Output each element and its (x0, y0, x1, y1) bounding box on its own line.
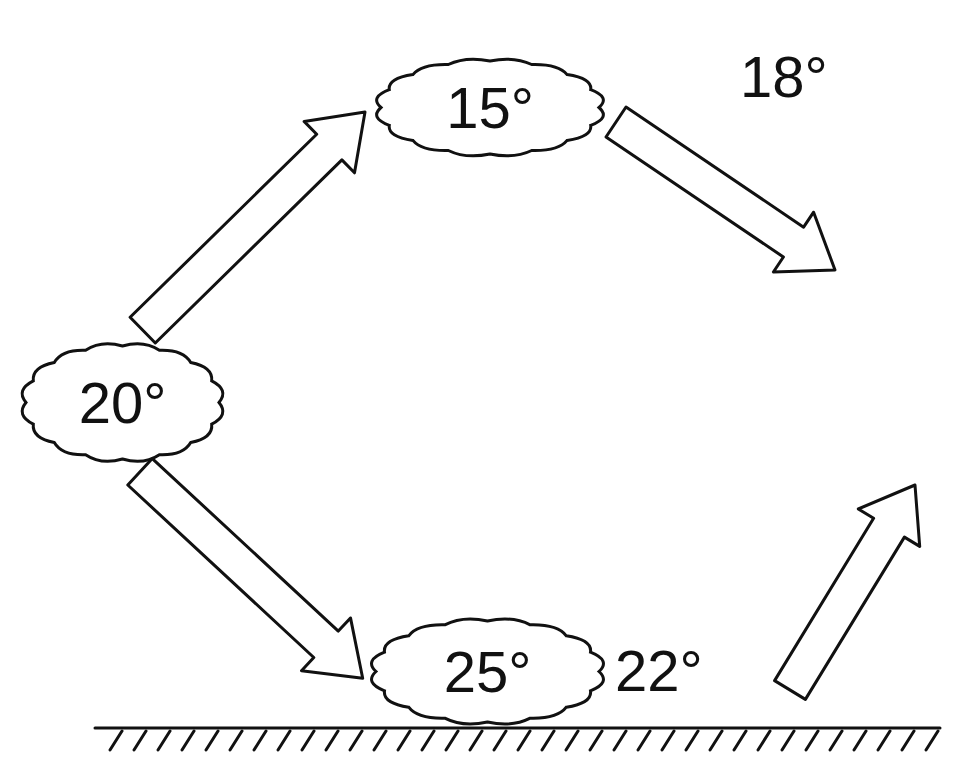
block-arrow (128, 459, 363, 679)
cloud-shape (372, 619, 604, 724)
cloud: 15° (375, 55, 605, 160)
temperature-value: 15° (446, 79, 534, 137)
ground-line (95, 727, 940, 730)
ground (95, 728, 940, 750)
temperature-value: 20° (79, 374, 167, 432)
temperature-value: 25° (444, 643, 532, 701)
descending-arrow (606, 107, 835, 272)
ground-hatch (110, 731, 938, 750)
block-arrow (130, 112, 365, 343)
rising-arrow (775, 485, 920, 699)
cloud-shape (22, 344, 223, 462)
temperature-label: 18° (740, 48, 828, 106)
cloud: 25° (370, 615, 605, 728)
cloud-shape (377, 59, 604, 156)
cloud: 20° (20, 340, 225, 465)
temperature-label: 22° (615, 642, 703, 700)
